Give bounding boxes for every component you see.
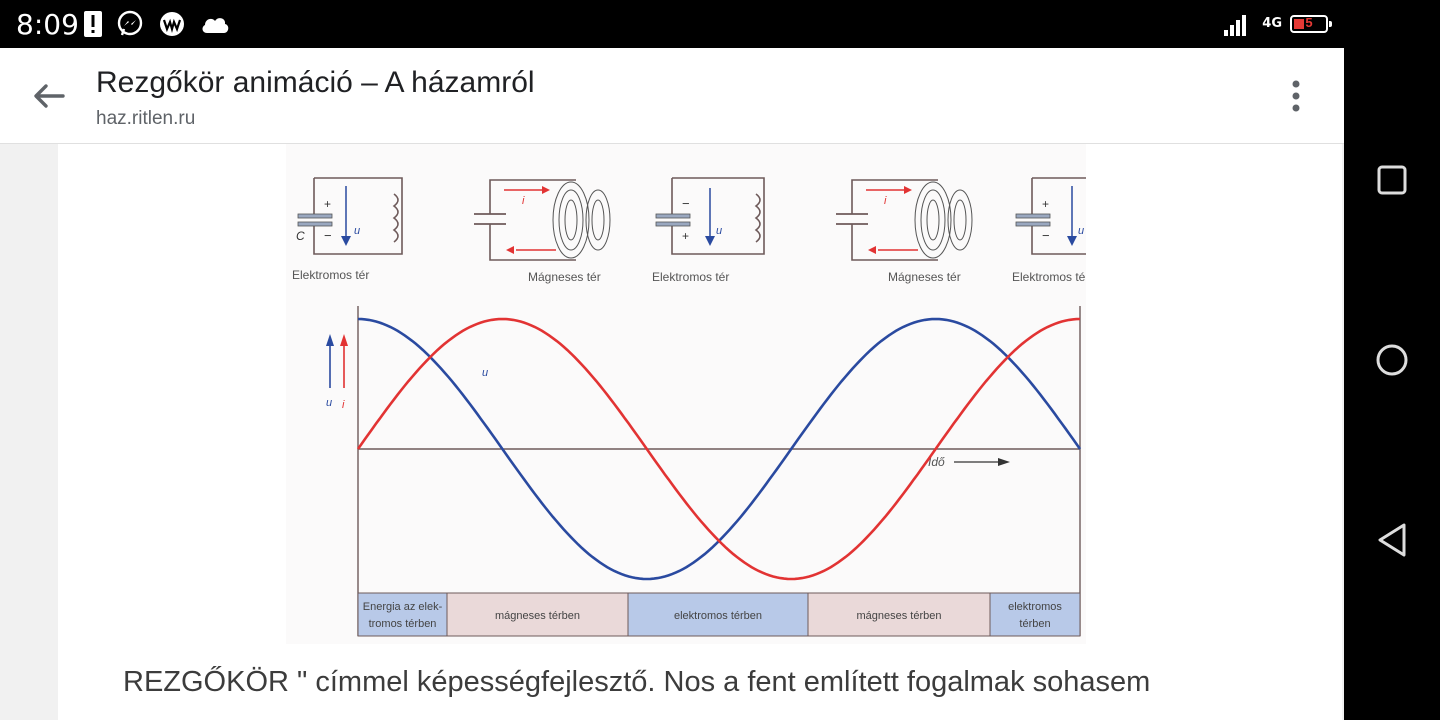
battery-level: 5 (1305, 15, 1313, 30)
page-title: Rezgőkör animáció – A házamról (96, 66, 535, 99)
energy-band-label: térben (1019, 618, 1050, 630)
plus-label: + (324, 197, 331, 211)
energy-band-label: mágneses térben (857, 610, 942, 622)
notification-icons (84, 8, 230, 40)
i-label: i (522, 195, 525, 207)
energy-band-2: mágneses térben (446, 592, 629, 637)
square-icon (1377, 165, 1407, 195)
messenger-icon (117, 10, 143, 36)
u-label-2: u (716, 225, 722, 237)
i-axis-label: i (342, 399, 345, 411)
minus-label-2: − (682, 196, 690, 211)
more-options-button[interactable] (1280, 76, 1312, 116)
energy-band-label: tromos térben (369, 618, 437, 630)
home-button[interactable] (1368, 336, 1416, 384)
u-curve-label: u (482, 367, 488, 379)
chart-series (356, 317, 1082, 581)
signal-icon (1224, 15, 1247, 36)
energy-band-label: mágneses térben (495, 610, 580, 622)
page-url: haz.ritlen.ru (96, 108, 196, 129)
u-label: u (354, 225, 360, 237)
status-time: 8:09 (16, 8, 79, 41)
app-bar: Rezgőkör animáció – A házamról haz.ritle… (0, 48, 1344, 144)
plus-label-2: + (682, 229, 689, 243)
lc-circuit-figure: u + − C Elektromos tér i Mágneses tér (286, 144, 1086, 644)
magneses-label: Mágneses tér (528, 270, 601, 284)
energy-band-5: elektromos térben (989, 592, 1081, 637)
network-type: 4G (1262, 16, 1282, 31)
arrow-back-icon (34, 84, 65, 108)
cloud-icon (202, 18, 229, 33)
back-nav-button[interactable] (1368, 516, 1416, 564)
energy-band-label: elektromos (1008, 601, 1062, 613)
u-axis-label: u (326, 397, 332, 409)
circuit-3: u − + Elektromos tér (652, 177, 765, 284)
energy-band-label: Energia az elek- (363, 601, 443, 613)
circle-icon (1376, 344, 1408, 376)
status-bar: 8:09 4G 5 (0, 0, 1344, 48)
app-w-icon (160, 12, 184, 36)
magneses-label-2: Mágneses tér (888, 270, 961, 284)
energy-band-4: mágneses térben (807, 592, 991, 637)
circuit-1: u + − C Elektromos tér (292, 177, 403, 282)
elektromos-label: Elektromos tér (292, 268, 369, 282)
x-axis-label: Idő (928, 455, 945, 469)
alert-icon (84, 11, 102, 37)
triangle-back-icon (1378, 523, 1406, 557)
energy-bands: Energia az elek-tromos térben mágneses té… (357, 592, 1081, 637)
system-icons: 4G 5 (1224, 8, 1332, 40)
elektromos-label-2: Elektromos tér (652, 270, 729, 284)
recents-button[interactable] (1368, 156, 1416, 204)
i-label-2: i (884, 195, 887, 207)
c-label: C (296, 229, 305, 243)
elektromos-label-3: Elektromos tér (1012, 270, 1086, 284)
body-text: REZGŐKÖR " címmel képességfejlesztő. Nos… (123, 666, 1151, 698)
navigation-bar (1344, 0, 1440, 720)
energy-band-1: Energia az elek-tromos térben (357, 592, 448, 637)
minus-label-3: − (1042, 228, 1050, 243)
chart-axes: u i Idő (326, 306, 1081, 636)
content-area: u + − C Elektromos tér i Mágneses tér (0, 144, 1344, 720)
series-i-line (356, 317, 1081, 581)
u-label-3: u (1078, 225, 1084, 237)
more-vert-icon (1292, 80, 1300, 112)
back-button[interactable] (24, 76, 72, 116)
battery-icon: 5 (1290, 15, 1332, 33)
circuit-2: i Mágneses tér (474, 179, 611, 284)
energy-band-3: elektromos térben (627, 592, 809, 637)
circuit-4: i Mágneses tér (836, 179, 973, 284)
minus-label: − (324, 228, 332, 243)
energy-band-label: elektromos térben (674, 610, 762, 622)
plus-label-3: + (1042, 197, 1049, 211)
circuit-5: u + − Elektromos tér (1012, 177, 1086, 284)
